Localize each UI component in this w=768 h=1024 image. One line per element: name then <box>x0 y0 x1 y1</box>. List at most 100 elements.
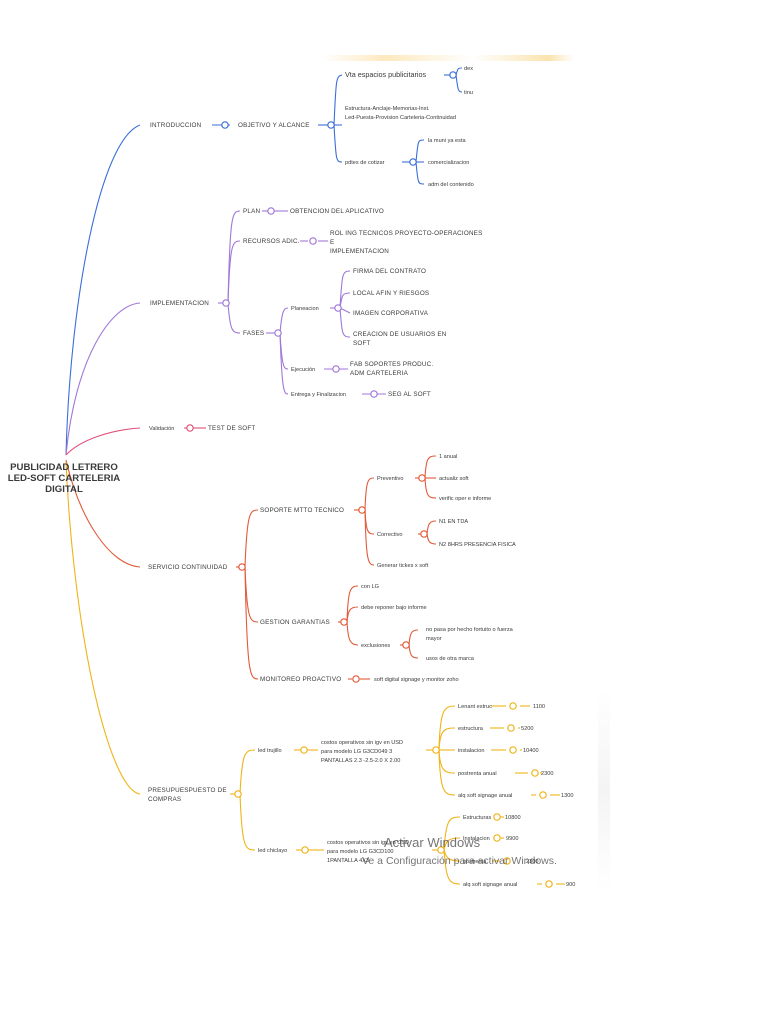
vta-label: Vta espacios publicitarios <box>345 70 427 79</box>
valid-child: TEST DE SOFT <box>208 425 255 432</box>
trujillo-dot <box>300 746 308 754</box>
trujillo-desc: para modelo LG G3CD049 3 <box>321 749 392 755</box>
trujillo-desc-dot <box>432 746 440 754</box>
pdtes-child: la muni ya esta <box>428 138 467 144</box>
valid-label: Validación <box>149 426 174 432</box>
planeacion-child: LOCAL AFIN Y RIESGOS <box>353 290 429 297</box>
presupuesto-label: COMPRAS <box>148 796 181 803</box>
value-dot <box>503 857 511 865</box>
planeacion-child: SOFT <box>353 340 371 347</box>
trujillo-desc: costos operativos sin igv en USD <box>321 740 403 746</box>
top-highlight <box>322 55 574 61</box>
ejecucion-child: FAB SOPORTES PRODUC. <box>350 361 433 368</box>
preventivo-child: actualiz soft <box>439 476 469 482</box>
presupuesto-dot <box>234 790 242 798</box>
chiclayo-desc: para modelo LG G3CD100 <box>327 849 394 855</box>
soporte-dot <box>358 506 366 514</box>
monitoreo-dot <box>352 675 360 683</box>
pdtes-child: comercializacion <box>428 160 469 166</box>
intro-connectors <box>65 67 463 456</box>
valid-dot <box>186 424 194 432</box>
value-dot <box>507 724 515 732</box>
trujillo-value: 5200 <box>521 726 533 732</box>
vta-dot <box>449 71 457 79</box>
chiclayo-desc: costos operativos sin igv en USD <box>327 840 409 846</box>
ejecucion-label: Ejecución <box>291 367 315 373</box>
ejecucion-dot <box>332 365 340 373</box>
vta-child: dex <box>464 66 473 72</box>
chiclayo-desc: 1PANTALLA 4X3 <box>327 858 369 864</box>
estructura-line: Estructura-Anclaje-Memorias-Inst. <box>345 106 430 112</box>
value-dot <box>493 834 501 842</box>
preventivo-child: 1 anual <box>439 454 457 460</box>
plan-dot <box>267 207 275 215</box>
monitoreo-label: MONITOREO PROACTIVO <box>260 676 341 683</box>
objetivo-dot <box>327 121 335 129</box>
trujillo-label: led trujillo <box>258 748 282 754</box>
chiclayo-value: 900 <box>566 882 575 888</box>
planeacion-child: IMAGEN CORPORATIVA <box>353 310 429 317</box>
valid-connectors <box>65 427 206 456</box>
trujillo-value: 10400 <box>523 748 539 754</box>
preventivo-child: verific oper e informe <box>439 496 491 502</box>
impl-label: IMPLEMENTACION <box>150 300 209 307</box>
presupuesto-branch: PRESUPUESPUESTO DE COMPRAS led trujillo … <box>148 704 575 888</box>
chiclayo-value: 9900 <box>506 836 518 842</box>
trujillo-desc: PANTALLAS 2.3 -2.5-2.0 X 2.00 <box>321 758 400 764</box>
value-dot <box>493 813 501 821</box>
watermark-subtitle: Ve a Configuración para activar Windows. <box>362 855 557 867</box>
value-dot <box>509 746 517 754</box>
correctivo-dot <box>420 530 428 538</box>
value-dot <box>539 791 547 799</box>
chiclayo-desc-dot <box>437 846 445 854</box>
impl-dot <box>222 299 230 307</box>
pdtes-label: pdtes de cotizar <box>345 160 385 166</box>
trujillo-item: instalacion <box>458 748 484 754</box>
plan-label: PLAN <box>243 208 261 215</box>
garantias-label: GESTION GARANTIAS <box>260 619 330 626</box>
trujillo-value: 1300 <box>561 793 573 799</box>
pdtes-child: adm del contenido <box>428 182 474 188</box>
entrega-dot <box>370 390 378 398</box>
monitoreo-child: soft digital signage y monitor zoho <box>374 677 459 683</box>
correctivo-child: N1 EN TDA <box>439 519 468 525</box>
servicio-dot <box>238 563 246 571</box>
pdtes-dot <box>409 158 417 166</box>
chiclayo-item: postrenta <box>463 859 487 865</box>
presupuesto-connectors <box>65 461 565 885</box>
exclusiones-child: mayor <box>426 636 442 642</box>
fases-dot <box>274 329 282 337</box>
trujillo-item: postrenta anual <box>458 771 497 777</box>
valid-branch: Validación TEST DE SOFT <box>149 425 255 432</box>
trujillo-value: 2300 <box>541 771 553 777</box>
value-dot <box>531 769 539 777</box>
exclusiones-dot <box>402 641 410 649</box>
objetivo-label: OBJETIVO Y ALCANCE <box>238 122 310 129</box>
exclusiones-child: usos de otra marca <box>426 656 475 662</box>
trujillo-value: 1100 <box>533 704 545 710</box>
servicio-label: SERVICIO CONTINUIDAD <box>148 564 228 571</box>
watermark-title: Activar Windows <box>384 835 481 850</box>
presupuesto-label: PRESUPUESPUESTO DE <box>148 787 227 794</box>
node-dots <box>186 71 553 888</box>
vta-child: tinu <box>464 90 473 96</box>
exclusiones-label: exclusiones <box>361 643 390 649</box>
fases-label: FASES <box>243 330 264 337</box>
ejecucion-child: ADM CARTELERIA <box>350 370 409 377</box>
chiclayo-dot <box>301 846 309 854</box>
servicio-connectors <box>65 455 437 680</box>
preventivo-dot <box>418 474 426 482</box>
generar-label: Generar tickes x soft <box>377 563 429 569</box>
exclusiones-child: no pasa por hecho fortuito o fuerza <box>426 627 514 633</box>
trujillo-item: estructura <box>458 726 484 732</box>
preventivo-label: Preventivo <box>377 476 403 482</box>
estructura-line: Led-Puesta-Provision Carteleria-Continui… <box>345 115 456 121</box>
root-line: LED-SOFT CARTELERIA <box>8 473 121 484</box>
impl-branch: IMPLEMENTACION PLAN OBTENCION DEL APLICA… <box>150 208 482 398</box>
chiclayo-value: 10800 <box>505 815 521 821</box>
soporte-label: SOPORTE MTTO TECNICO <box>260 507 344 514</box>
entrega-child: SEG AL SOFT <box>388 391 431 398</box>
side-highlight <box>598 690 610 890</box>
trujillo-item: Lenant estruc <box>458 704 492 710</box>
